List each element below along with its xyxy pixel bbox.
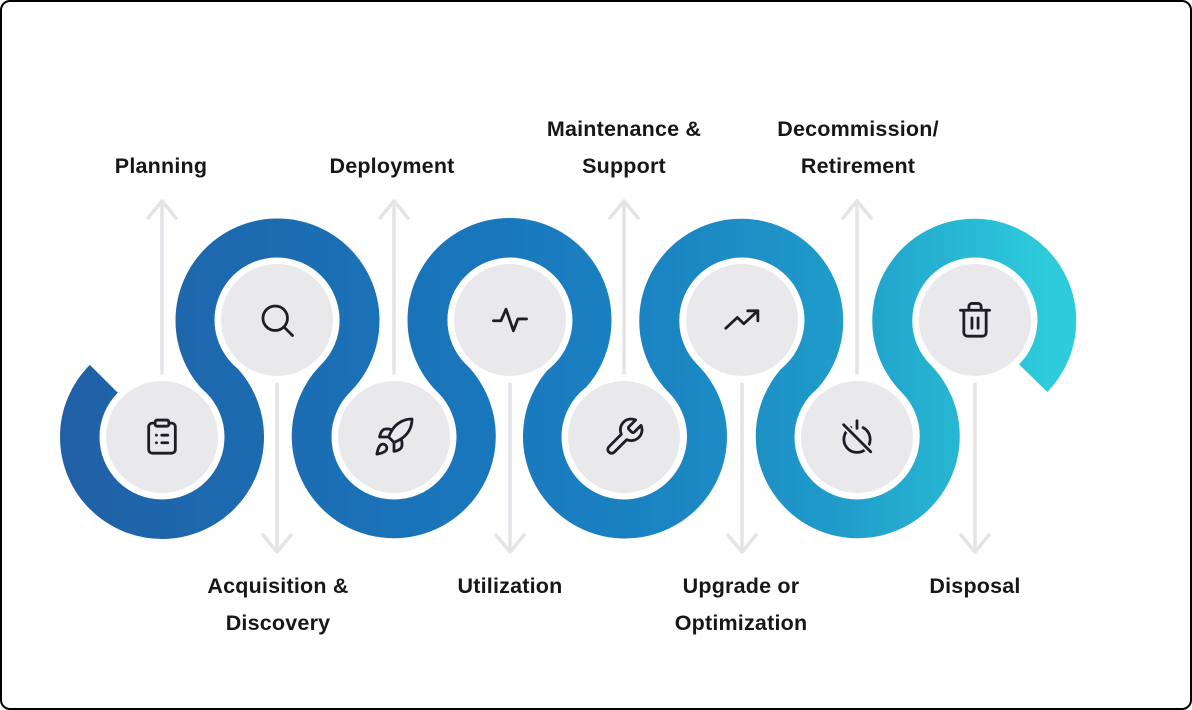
trending-up-icon (724, 309, 760, 330)
label-decommission-retirement: Decommission/Retirement (777, 117, 939, 178)
search-icon (261, 304, 294, 337)
serpentine-ribbon (60, 218, 1077, 539)
activity-pulse-icon (492, 307, 528, 333)
node-disposal (919, 264, 1031, 376)
node-deployment (338, 381, 450, 493)
arrow-down-acquisition (261, 382, 293, 554)
node-maintenance (568, 381, 680, 493)
label-utilization: Utilization (457, 574, 563, 598)
label-deployment: Deployment (329, 154, 455, 178)
node-upgrade (686, 264, 798, 376)
arrow-up-planning (146, 199, 178, 394)
arrow-down-utilization (494, 382, 526, 554)
label-planning: Planning (114, 154, 208, 178)
arrow-down-disposal (959, 382, 991, 554)
label-disposal: Disposal (929, 574, 1021, 598)
wrench-icon (606, 417, 644, 455)
power-off-icon (840, 419, 874, 455)
clipboard-checklist-icon (147, 418, 177, 455)
arrow-up-maintenance (608, 199, 640, 394)
rocket-icon (375, 417, 414, 456)
node-planning (106, 381, 218, 493)
node-acquisition (221, 264, 333, 376)
arrow-down-upgrade (726, 382, 758, 554)
trash-icon (959, 302, 991, 338)
arrow-up-decommission (841, 199, 873, 394)
arrow-up-deployment (378, 199, 410, 394)
label-maintenance-support: Maintenance &Support (546, 117, 702, 178)
label-acquisition-discovery: Acquisition &Discovery (207, 574, 349, 635)
